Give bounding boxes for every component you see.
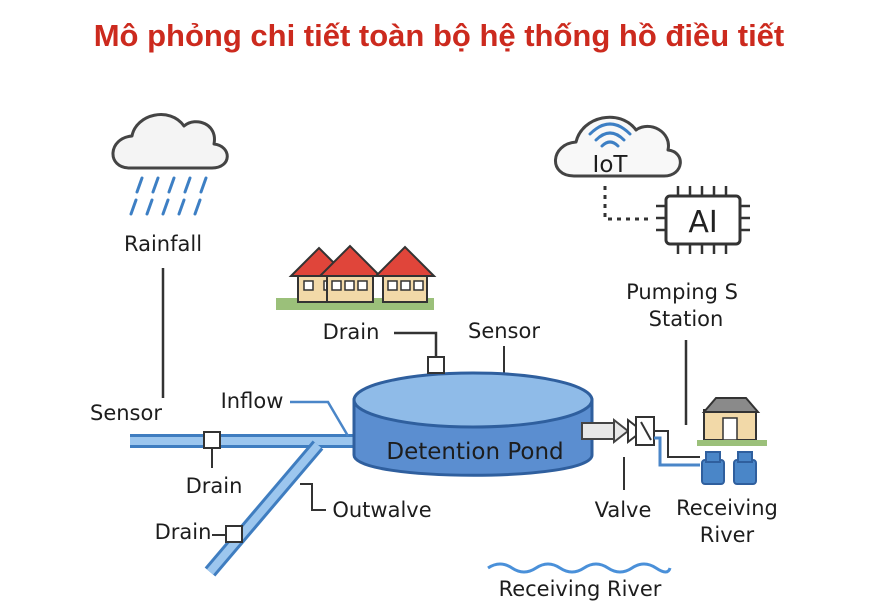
pump-icon — [701, 451, 725, 485]
pond-label: Detention Pond — [386, 439, 563, 465]
pump-link-inner — [654, 436, 700, 467]
rain-cloud-icon — [111, 113, 229, 216]
house-icon — [373, 245, 437, 303]
inflow-label: Inflow — [221, 389, 284, 413]
house-icon — [697, 397, 767, 446]
ai-label: AI — [688, 205, 717, 240]
receiving-river-bottom-label: Receiving River — [499, 577, 662, 601]
page-title: Mô phỏng chi tiết toàn bộ hệ thống hồ đi… — [94, 18, 785, 53]
rainfall-label: Rainfall — [124, 232, 202, 256]
outwalve-connector — [300, 483, 326, 511]
outflow-pipe-diagonal — [204, 440, 324, 577]
sensor-left-label: Sensor — [90, 401, 162, 425]
outwalve-label: Outwalve — [332, 498, 431, 522]
iot-ai-dotted-link — [603, 186, 652, 221]
sensor-icon — [203, 431, 221, 449]
drain-bottom-label: Drain — [155, 520, 212, 544]
receiving-river-right-line2: River — [700, 523, 755, 547]
iot-label: IoT — [593, 152, 629, 178]
pumping-label-line1: Pumping S — [626, 280, 738, 304]
iot-cloud-icon — [554, 115, 682, 178]
valve-label: Valve — [595, 498, 652, 522]
drain-top-label: Drain — [323, 320, 380, 344]
valve-icon — [627, 416, 655, 446]
wifi-icon — [588, 122, 632, 148]
drain-top-connector — [394, 331, 438, 358]
sensor-icon — [427, 356, 445, 374]
outlet-pipe — [581, 417, 630, 445]
sensor-top-label: Sensor — [468, 319, 540, 343]
sensor-icon — [225, 525, 243, 543]
ai-chip-icon — [656, 186, 750, 254]
drain-mid-label: Drain — [186, 474, 243, 498]
houses-group — [276, 244, 437, 310]
pump-icon — [733, 451, 757, 485]
receiving-river-right-line1: Receiving — [676, 496, 778, 520]
detention-pond — [352, 371, 594, 477]
pump-link-outer — [654, 430, 700, 458]
inflow-pointer — [290, 400, 350, 437]
river-waves — [487, 562, 672, 574]
pumping-label-line2: Station — [649, 307, 724, 331]
house-icon — [317, 244, 383, 303]
